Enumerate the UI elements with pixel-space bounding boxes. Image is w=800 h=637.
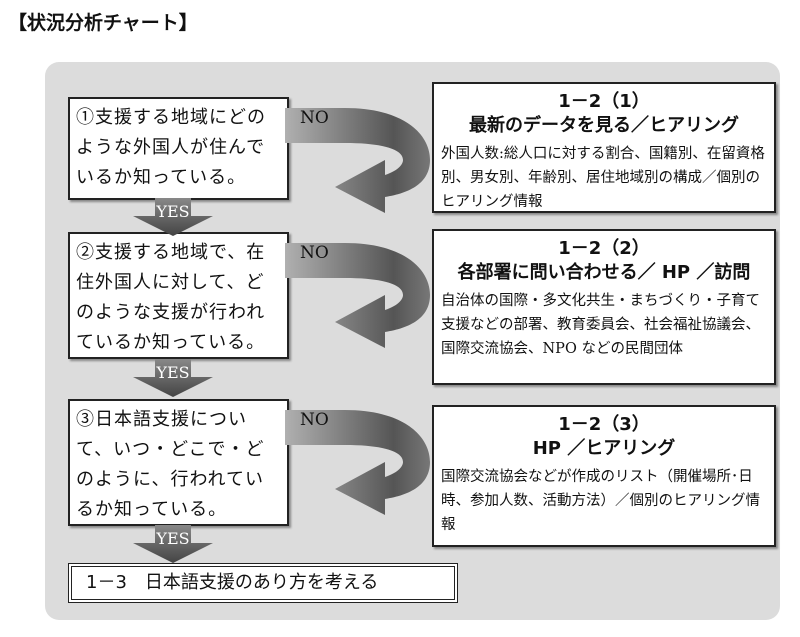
resource-heading: HP ／ヒアリング [532,438,676,459]
text-line: るか知っている。 [76,499,228,520]
yes-arrow-1: YES [133,198,213,236]
no-curved-arrow-1 [285,108,430,213]
resource-body: 自治体の国際・多文化共生・まちづくり・子育て支援などの部署、教育委員会、社会福祉… [441,293,760,357]
text-line: いるか知っている。 [76,167,247,188]
text-line: 住外国人に対して、ど [76,272,265,293]
resource-box-1: 1－2（1） 最新のデータを見る／ヒアリング 外国人数:総人口に対する割合、国籍… [432,82,776,213]
no-label: NO [300,410,329,430]
resource-number: 1－2（3） [558,414,650,435]
no-curved-arrow-2 [285,243,430,348]
resource-number: 1－2（2） [558,238,650,259]
down-arrow-icon [133,525,213,563]
no-label: NO [300,108,329,128]
yes-label: YES [156,529,190,548]
yes-label: YES [156,202,190,221]
resource-number: 1－2（1） [558,91,650,112]
down-arrow-icon [133,198,213,236]
yes-arrow-2: YES [133,359,213,397]
question-box-2: ②支援する地域で、在 住外国人に対して、ど のような支援が行われ ているか知って… [68,232,289,359]
resource-heading: 各部署に問い合わせる／ HP ／訪問 [457,262,751,283]
no-curved-arrow-3 [285,410,430,515]
resource-box-2: 1－2（2） 各部署に問い合わせる／ HP ／訪問 自治体の国際・多文化共生・ま… [432,229,776,385]
resource-body: 国際交流協会などが作成のリスト（開催場所･日時、参加人数、活動方法）／個別のヒア… [441,469,760,533]
text-line: のような支援が行われ [76,302,266,323]
down-arrow-icon [133,359,213,397]
no-label: NO [300,243,329,263]
resource-body: 外国人数:総人口に対する割合、国籍別、在留資格別、男女別、年齢別、居住地域別の構… [441,146,765,210]
text-line: ているか知っている。 [76,332,266,353]
chart-title: 【状況分析チャート】 [8,12,198,34]
question-box-3: ③日本語支援につい て、いつ・どこで・ど のように、行われてい るか知っている。 [68,399,289,526]
resource-heading: 最新のデータを見る／ヒアリング [469,115,739,136]
text-line: ②支援する地域で、在 [76,242,266,263]
text-line: ①支援する地域にどの [76,107,266,128]
text-line: のように、行われてい [76,469,265,490]
text-line: て、いつ・どこで・ど [76,439,265,460]
final-step-box: 1－3 日本語支援のあり方を考える [68,563,458,603]
question-box-1: ①支援する地域にどの ような外国人が住んで いるか知っている。 [68,97,289,200]
text-line: ③日本語支援につい [76,409,247,430]
text-line: ような外国人が住んで [76,137,266,158]
yes-arrow-3: YES [133,525,213,563]
yes-label: YES [156,363,190,382]
resource-box-3: 1－2（3） HP ／ヒアリング 国際交流協会などが作成のリスト（開催場所･日時… [432,405,776,547]
